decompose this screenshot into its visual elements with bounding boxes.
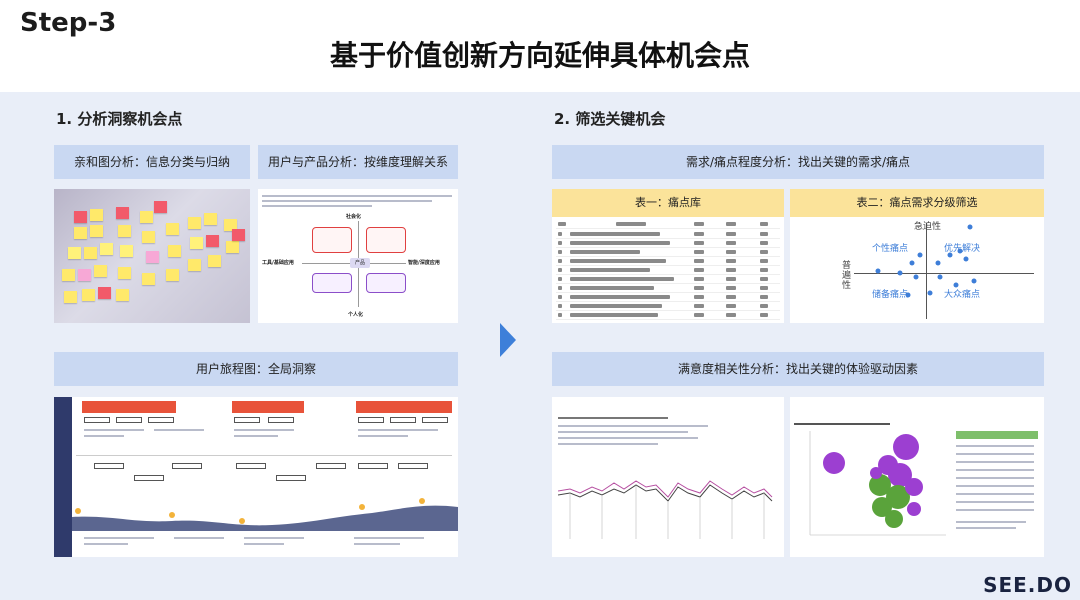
quadrant-box-personal-smart (366, 273, 406, 293)
section-title-filter: 2. 筛选关键机会 (554, 110, 666, 128)
section-title-analyze: 1. 分析洞察机会点 (56, 110, 183, 128)
quadrant-x-axis (854, 273, 1034, 274)
affinity-band: 亲和图分析：信息分类与归纳 (54, 145, 250, 179)
quadrant-x-label: 普遍性 (842, 261, 852, 291)
quadrant-bottom-left: 储备痛点 (872, 290, 909, 300)
table1-title: 表一：痛点库 (552, 189, 784, 217)
emotion-curve (72, 498, 458, 531)
journey-side-bar (54, 397, 72, 557)
user-product-band: 用户与产品分析：按维度理解关系 (258, 145, 458, 179)
satisfaction-bubble-chart (790, 397, 1044, 557)
quadrant-box-social-smart (366, 227, 406, 253)
line-series (558, 480, 773, 539)
quadrant-box-personal-tool (312, 273, 352, 293)
satisfaction-band: 满意度相关性分析：找出关键的体验驱动因素 (552, 352, 1044, 386)
flow-arrow-icon (500, 323, 516, 357)
content-area: 1. 分析洞察机会点 亲和图分析：信息分类与归纳 用户与产品分析：按维度理解关系 (0, 92, 1080, 600)
axis-left-label: 工具/基础应用 (262, 260, 294, 266)
table2-title: 表二：痛点需求分级筛选 (790, 189, 1044, 217)
quadrant-points (875, 224, 977, 298)
quadrant-top-left: 个性痛点 (872, 244, 909, 254)
user-product-diagram: 社会化 个人化 工具/基础应用 智能/深度应用 产品 (258, 189, 458, 323)
axis-bottom-label: 个人化 (348, 312, 364, 318)
quadrant-top-right: 优先解决 (944, 244, 981, 254)
quadrant-box-social-tool (312, 227, 352, 253)
journey-phase-2 (232, 401, 304, 413)
quadrant-y-label: 急迫性 (914, 222, 942, 232)
axis-top-label: 社会化 (346, 214, 362, 220)
axis-right-label: 智能/深度应用 (408, 260, 440, 266)
center-node: 产品 (350, 258, 370, 268)
journey-map (54, 397, 458, 557)
brand-logo: SEE.DO (983, 573, 1072, 597)
pain-grading-chart: 表二：痛点需求分级筛选 急迫性 普遍性 个性痛点 优先解决 储备痛点 大众痛点 (790, 189, 1044, 323)
quadrant-bottom-right: 大众痛点 (944, 290, 981, 300)
legend-header (956, 431, 1038, 439)
affinity-photo (54, 189, 250, 323)
quadrant-y-axis (926, 223, 927, 319)
bubble-series (809, 431, 946, 536)
journey-band: 用户旅程图：全局洞察 (54, 352, 458, 386)
step-label: Step-3 (20, 8, 117, 38)
satisfaction-line-chart (552, 397, 784, 557)
pain-band: 需求/痛点程度分析：找出关键的需求/痛点 (552, 145, 1044, 179)
page-title: 基于价值创新方向延伸具体机会点 (329, 39, 750, 72)
journey-phase-1 (82, 401, 176, 413)
journey-phase-3 (356, 401, 452, 413)
pain-library-table: 表一：痛点库 (552, 189, 784, 323)
